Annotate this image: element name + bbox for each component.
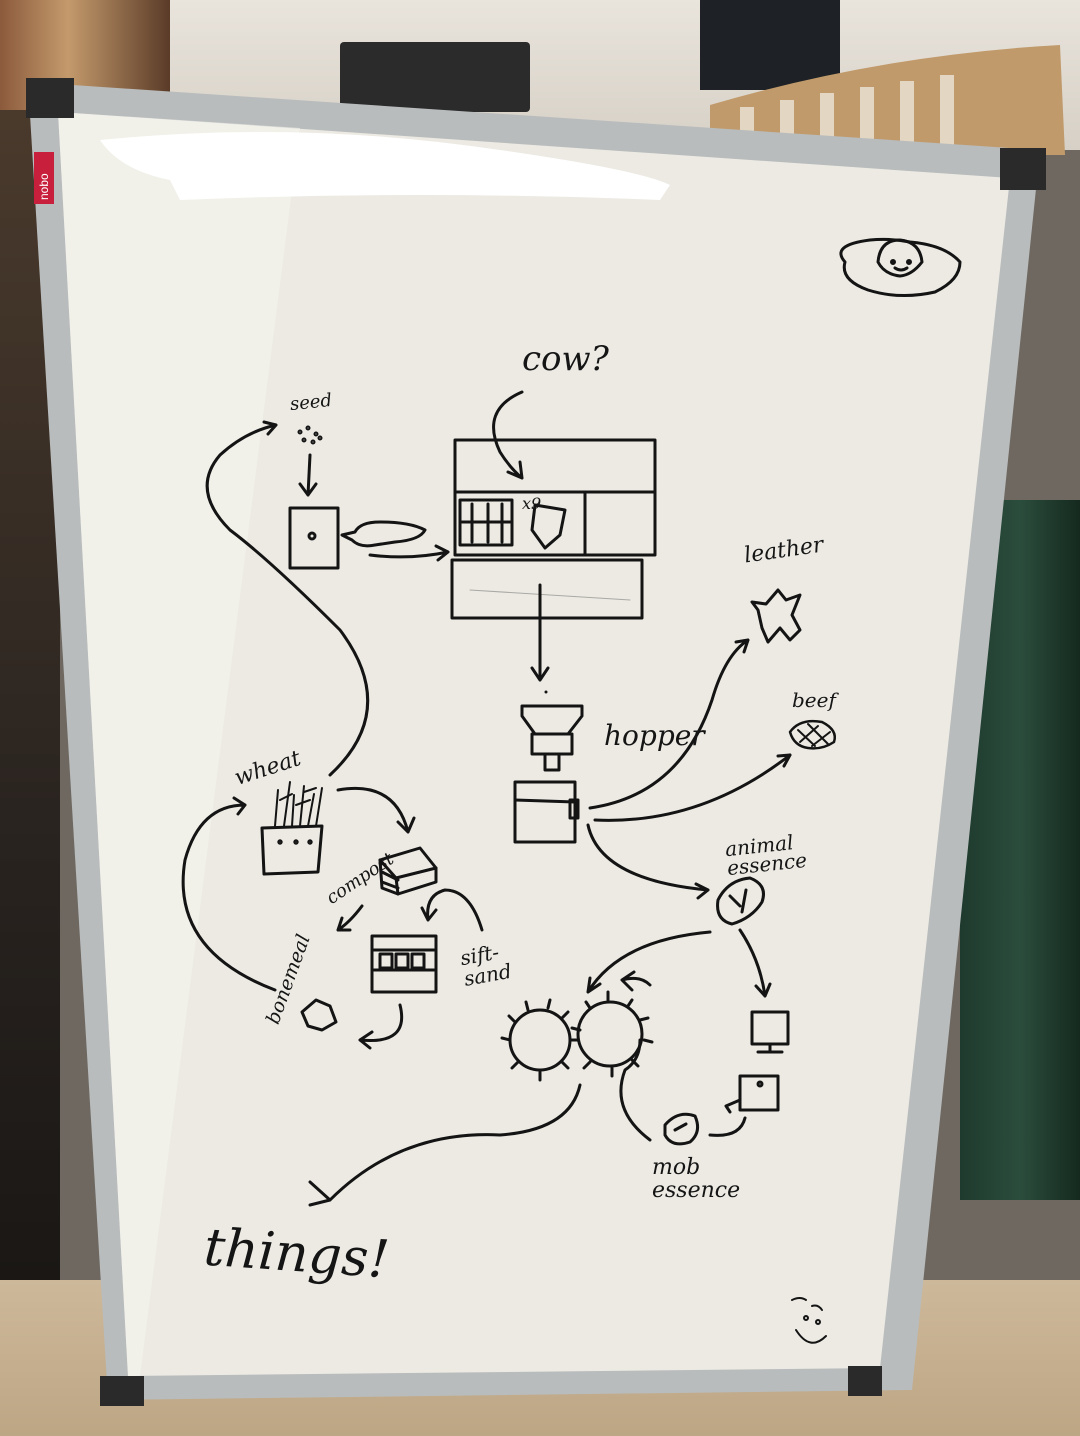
board-surface bbox=[58, 112, 1010, 1376]
to-essence-arrow bbox=[586, 823, 710, 900]
label-cow: cow? bbox=[522, 339, 609, 379]
bonemeal-icon bbox=[300, 998, 338, 1032]
compost-to-bonemeal-arrow bbox=[336, 904, 364, 932]
label-seed: seed bbox=[288, 389, 334, 416]
essence-down-arrow bbox=[738, 928, 772, 998]
compost-block bbox=[378, 846, 438, 896]
seed-dots bbox=[297, 425, 323, 445]
wheat-to-compost-arrow bbox=[336, 786, 416, 834]
leather-icon bbox=[750, 588, 802, 644]
wheat-to-seed-arrow bbox=[205, 420, 370, 777]
speaker bbox=[340, 42, 530, 112]
crushing-wheels bbox=[500, 990, 654, 1082]
sifter-block bbox=[370, 934, 438, 994]
egg-doodle bbox=[839, 237, 962, 298]
cow-machine bbox=[450, 438, 657, 620]
wheat-stalks bbox=[274, 781, 323, 827]
gears-to-things-arrow bbox=[308, 1083, 582, 1207]
seed-to-machine-arrow bbox=[368, 544, 450, 562]
beef-icon bbox=[788, 719, 836, 750]
redacted-title bbox=[100, 132, 670, 200]
crafter-block bbox=[724, 1074, 780, 1114]
label-sift-sand: sift- sand bbox=[458, 939, 514, 991]
hopper-doodle bbox=[520, 704, 584, 772]
wheat-planter bbox=[260, 824, 324, 876]
bonemeal-to-wheat-arrow bbox=[181, 796, 277, 992]
planter-block bbox=[288, 506, 340, 570]
label-mob-essence: mob essence bbox=[652, 1155, 741, 1204]
label-multiplier: x9 bbox=[522, 494, 542, 513]
mob-essence-icon bbox=[663, 1112, 700, 1146]
label-things: things! bbox=[202, 1217, 392, 1291]
seed-item-doodle bbox=[340, 520, 427, 548]
smiley-doodle bbox=[791, 1297, 827, 1344]
sifter-to-bonemeal-arrow bbox=[358, 1003, 403, 1050]
cow-arrow bbox=[492, 390, 524, 480]
animal-essence-icon bbox=[716, 876, 765, 926]
label-hopper: hopper bbox=[604, 719, 705, 752]
gears-to-mob-arrow bbox=[619, 1038, 652, 1142]
chest-doodle bbox=[513, 780, 580, 844]
to-leather-arrow bbox=[588, 638, 750, 810]
label-beef: beef bbox=[792, 688, 836, 712]
crafter-to-mob-arrow bbox=[708, 1116, 747, 1137]
essence-to-gears-arrow-2 bbox=[620, 970, 652, 992]
sift-arrow bbox=[420, 888, 484, 932]
brand-badge bbox=[34, 152, 54, 204]
label-animal-essence: animal essence bbox=[723, 830, 809, 881]
machine-to-hopper-arrow bbox=[530, 583, 550, 682]
brand-label: nobo bbox=[37, 173, 51, 200]
monitor-block bbox=[750, 1010, 790, 1054]
to-beef-arrow bbox=[593, 753, 792, 822]
essence-to-gears-arrow bbox=[586, 930, 712, 994]
monitor bbox=[700, 0, 840, 90]
seed-down-arrow bbox=[298, 453, 318, 497]
